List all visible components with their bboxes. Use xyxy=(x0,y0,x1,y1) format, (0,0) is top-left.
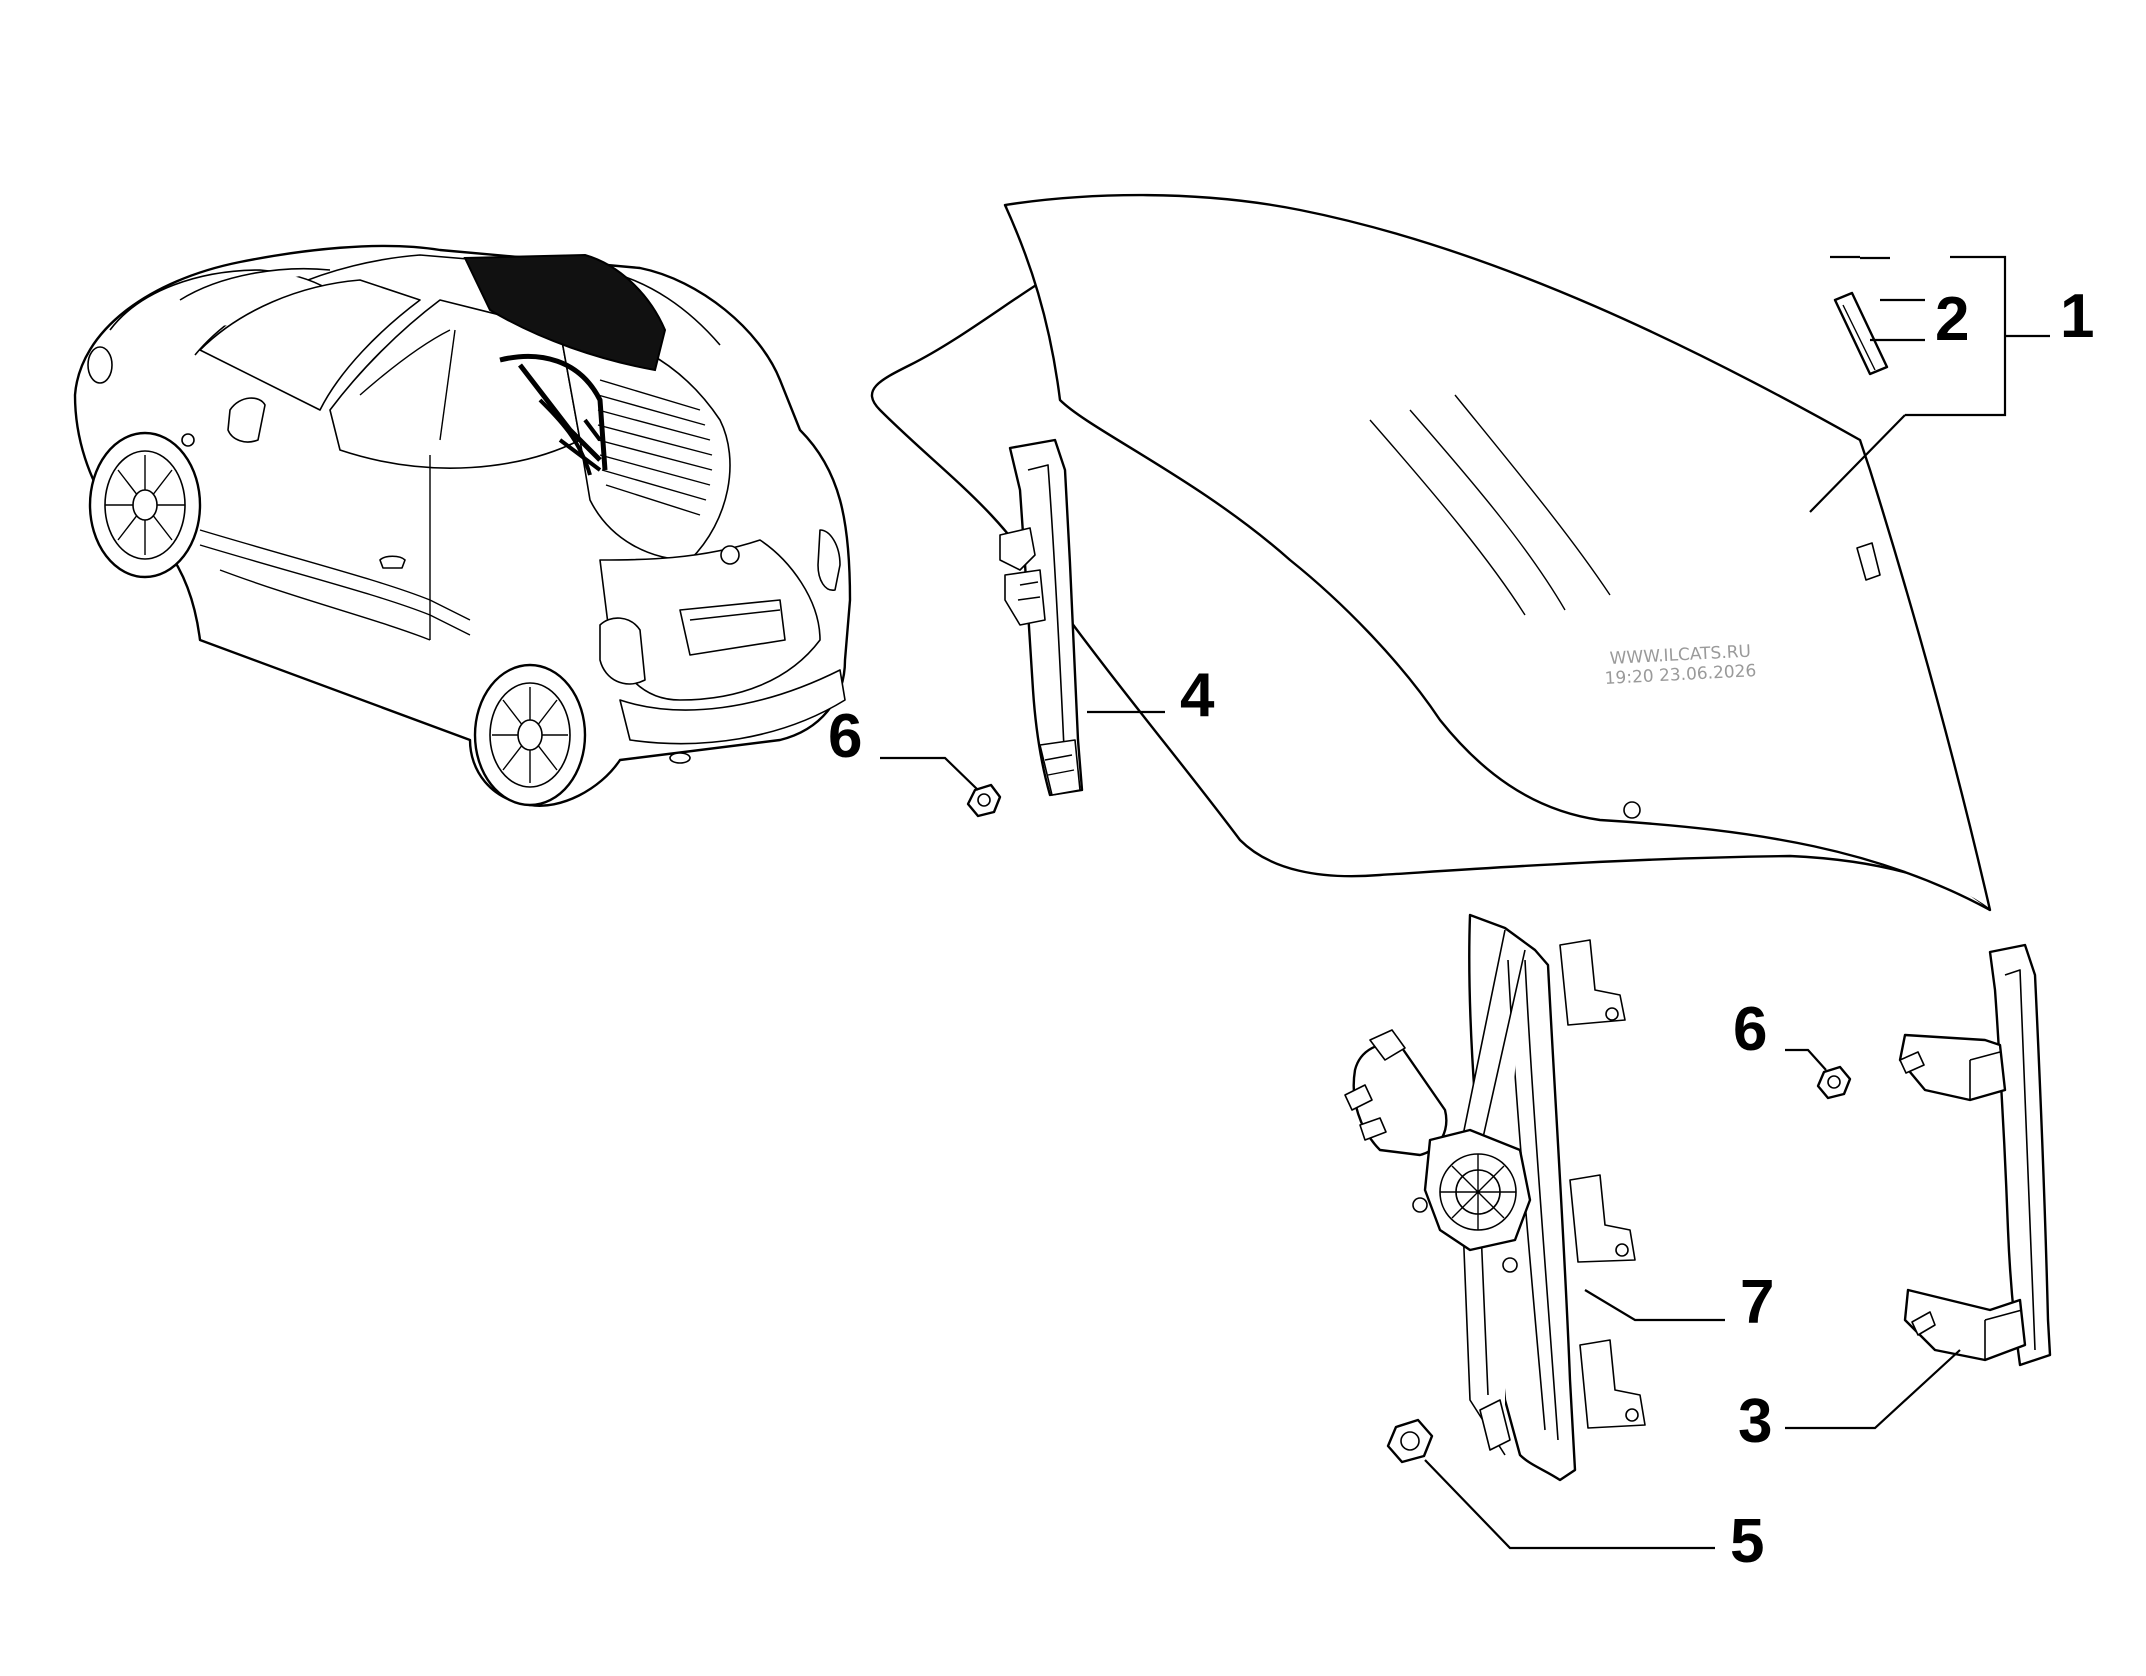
callout-6-right: 6 xyxy=(1733,995,1767,1064)
car-illustration xyxy=(73,244,852,807)
callout-7: 7 xyxy=(1740,1268,1774,1337)
callout-1: 1 xyxy=(2060,282,2094,351)
part-rear-guide-rail xyxy=(1898,943,2052,1367)
callout-6-left: 6 xyxy=(828,702,862,771)
part-window-regulator xyxy=(1344,913,1646,1482)
highlighted-door-glass xyxy=(463,253,667,372)
callout-3: 3 xyxy=(1738,1387,1772,1456)
part-clip xyxy=(1833,291,1889,376)
part-nut-left xyxy=(966,783,1002,818)
part-nut-right xyxy=(1816,1065,1852,1100)
leader-lines xyxy=(880,255,2050,1550)
part-door-glass xyxy=(870,193,1992,912)
callout-2: 2 xyxy=(1935,285,1969,354)
callout-5: 5 xyxy=(1730,1507,1764,1576)
part-nut-regulator xyxy=(1386,1418,1434,1464)
part-front-guide-rail xyxy=(999,438,1084,797)
callout-4: 4 xyxy=(1180,661,1215,730)
